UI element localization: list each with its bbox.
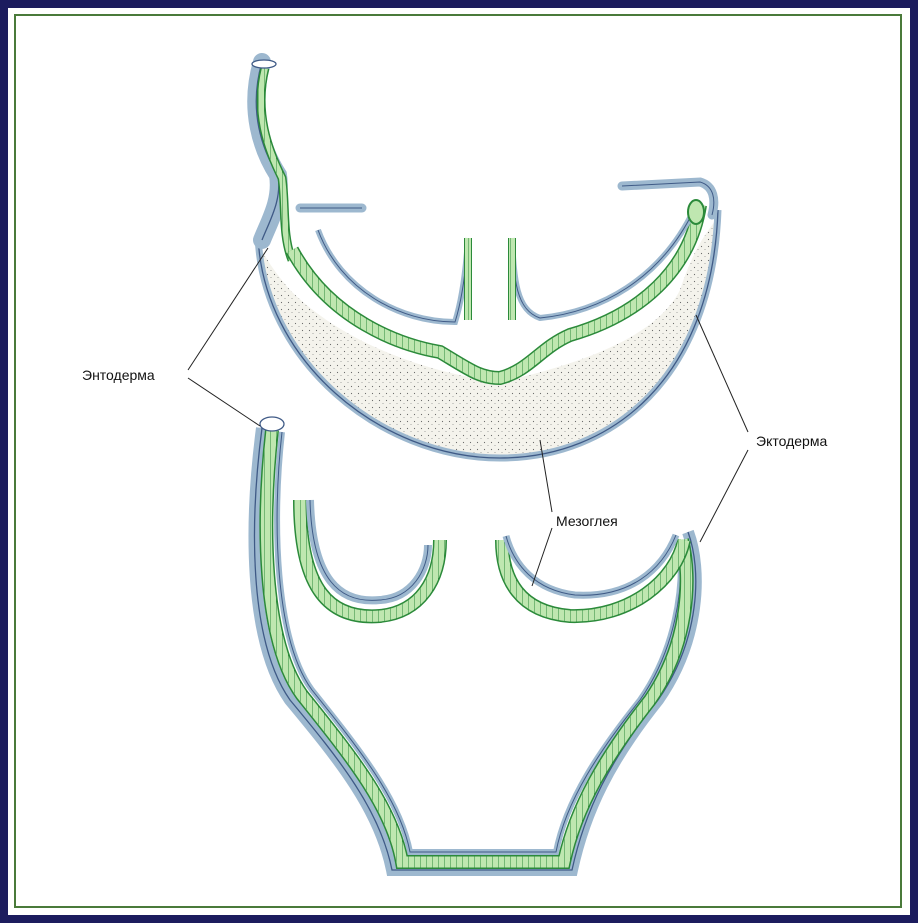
label-entoderma: Энтодерма: [82, 367, 155, 383]
ektoderma-leader-lower: [700, 450, 748, 542]
label-mezogleya: Мезоглея: [556, 513, 618, 529]
lower-ectoderm-outer: [255, 428, 696, 870]
ektoderma-leader-upper: [696, 315, 748, 432]
label-ektoderma: Эктодерма: [756, 433, 827, 449]
upper-figure: [252, 60, 718, 458]
lower-endoderm: [266, 430, 686, 862]
mezogleya-leader-lower: [532, 528, 552, 586]
entoderma-leader-lower: [188, 378, 260, 426]
lower-figure: [255, 417, 696, 870]
entoderma-leader-upper: [188, 248, 268, 370]
